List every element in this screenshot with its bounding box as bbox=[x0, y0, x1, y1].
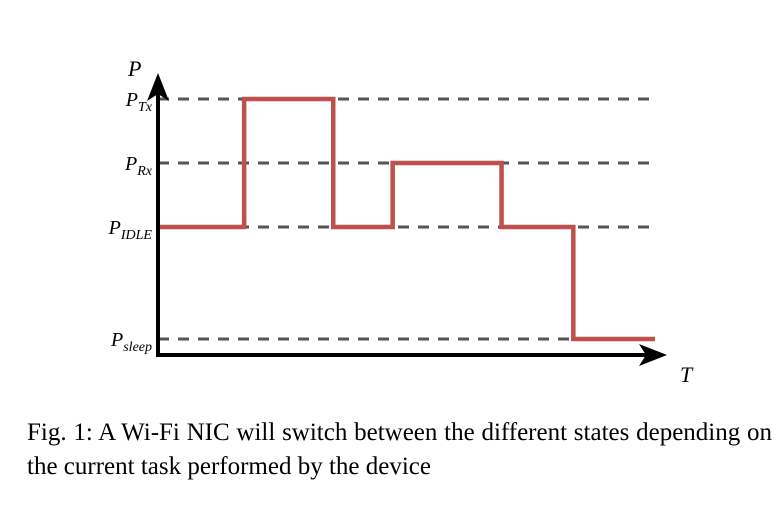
y-axis-label: P bbox=[127, 56, 141, 81]
y-axis-arrowhead bbox=[147, 73, 169, 101]
level-label-sleep: Psleep bbox=[110, 329, 152, 355]
level-label-subscript: sleep bbox=[123, 340, 152, 355]
figure-caption: Fig. 1: A Wi-Fi NIC will switch between … bbox=[27, 419, 772, 480]
level-label-subscript: IDLE bbox=[120, 228, 153, 243]
level-label-base: P bbox=[108, 217, 121, 239]
level-label-base: P bbox=[125, 89, 138, 111]
axes bbox=[147, 73, 667, 366]
level-label-base: P bbox=[110, 329, 123, 351]
level-label-subscript: Tx bbox=[138, 100, 153, 115]
level-label-idle: PIDLE bbox=[108, 217, 153, 243]
x-axis-arrowhead bbox=[639, 344, 667, 366]
x-axis-label: T bbox=[680, 362, 694, 387]
level-label-base: P bbox=[124, 153, 137, 175]
level-label-tx: PTx bbox=[125, 89, 153, 115]
level-label-rx: PRx bbox=[124, 153, 153, 179]
level-guide-lines bbox=[158, 97, 655, 341]
power-trace-line bbox=[160, 96, 655, 342]
level-label-subscript: Rx bbox=[136, 164, 153, 179]
